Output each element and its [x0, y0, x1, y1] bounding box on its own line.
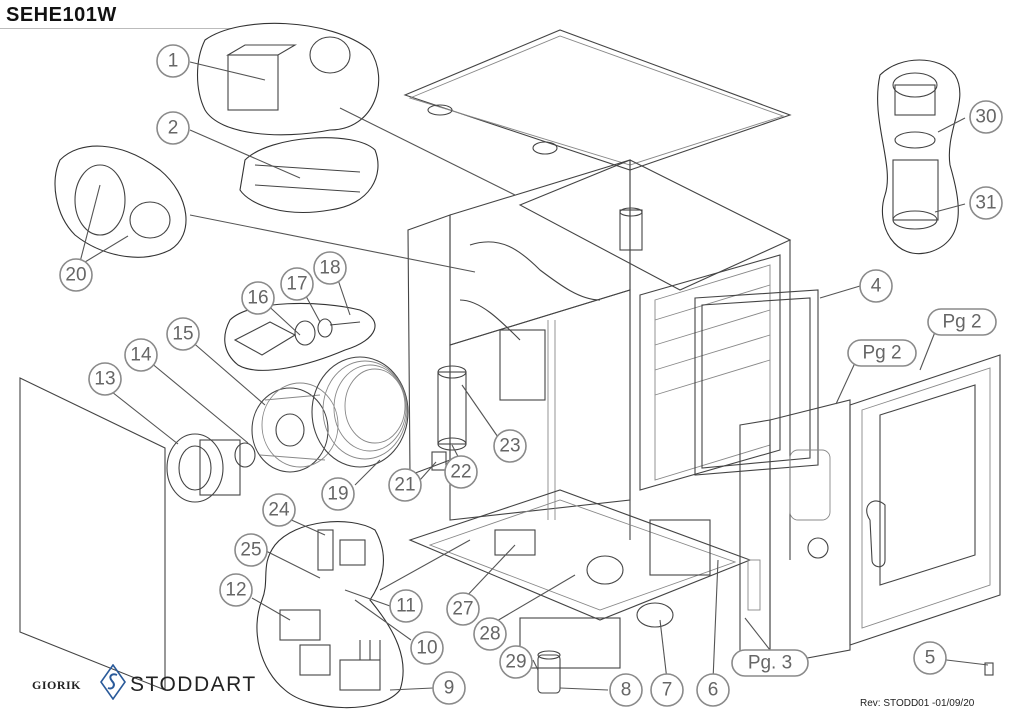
callout-5[interactable]: 5 [913, 641, 947, 675]
bubble-20 [54, 145, 187, 258]
callout-13[interactable]: 13 [88, 362, 122, 396]
callout-19[interactable]: 19 [321, 477, 355, 511]
bubble-30-31 [877, 59, 961, 255]
callout-27-label: 27 [452, 599, 473, 620]
page-ref-pg2-top[interactable]: Pg 2 [927, 308, 997, 336]
oven-cabinet [403, 29, 819, 621]
callout-19-label: 19 [327, 484, 348, 505]
fan-impeller [251, 382, 339, 473]
callout-23[interactable]: 23 [493, 429, 527, 463]
callout-11-label: 11 [396, 596, 416, 617]
callout-4[interactable]: 4 [859, 269, 893, 303]
callout-10-label: 10 [416, 638, 437, 659]
callout-9-label: 9 [444, 678, 455, 699]
fan-motor [166, 433, 256, 503]
callout-1-label: 1 [168, 51, 179, 72]
callout-27[interactable]: 27 [446, 592, 480, 626]
title-rule [0, 28, 300, 29]
callout-9[interactable]: 9 [432, 671, 466, 705]
callout-8-label: 8 [621, 680, 632, 701]
callout-20[interactable]: 20 [59, 258, 93, 292]
callout-14[interactable]: 14 [124, 338, 158, 372]
callout-22[interactable]: 22 [444, 455, 478, 489]
callout-2[interactable]: 2 [156, 111, 190, 145]
callout-18-label: 18 [319, 258, 340, 279]
callout-24-label: 24 [268, 500, 290, 521]
callout-16-label: 16 [247, 288, 268, 309]
stoddart-logo-text: STODDART [130, 673, 257, 696]
callout-22-label: 22 [450, 462, 471, 483]
callout-1[interactable]: 1 [156, 44, 190, 78]
bubble-1 [197, 22, 380, 136]
callout-21-label: 21 [394, 475, 415, 496]
oven-door [849, 354, 1001, 646]
callout-17-label: 17 [286, 274, 307, 295]
component-small-parts [431, 365, 994, 694]
callout-6-label: 6 [708, 680, 719, 701]
callout-13-label: 13 [94, 369, 115, 390]
callout-30[interactable]: 30 [969, 100, 1003, 134]
callout-17[interactable]: 17 [280, 267, 314, 301]
heating-element [311, 356, 409, 468]
leader-lines [79, 61, 989, 691]
giorik-logo-text: GIORIK [32, 678, 82, 692]
page-ref-pg3-label: Pg. 3 [748, 653, 792, 674]
bubble-valves [256, 521, 404, 709]
callout-28[interactable]: 28 [473, 617, 507, 651]
side-panel [19, 377, 166, 691]
callout-21[interactable]: 21 [388, 468, 422, 502]
callout-31[interactable]: 31 [969, 186, 1003, 220]
callout-25-label: 25 [240, 540, 261, 561]
callout-7[interactable]: 7 [650, 673, 684, 707]
model-title: SEHE101W [6, 4, 117, 26]
callout-16[interactable]: 16 [241, 281, 275, 315]
callout-15-label: 15 [172, 324, 193, 345]
callout-11[interactable]: 11 [389, 589, 423, 623]
callout-23-label: 23 [499, 436, 520, 457]
callout-15[interactable]: 15 [166, 317, 200, 351]
callout-7-label: 7 [662, 680, 673, 701]
callout-30-label: 30 [975, 107, 996, 128]
page-ref-pg2-top-label: Pg 2 [942, 312, 981, 333]
callout-25[interactable]: 25 [234, 533, 268, 567]
callout-28-label: 28 [479, 624, 500, 645]
callout-24[interactable]: 24 [262, 493, 296, 527]
callout-10[interactable]: 10 [410, 631, 444, 665]
bubble-16-17-18 [224, 302, 376, 371]
callout-12[interactable]: 12 [219, 573, 253, 607]
stoddart-logo-icon [100, 664, 126, 700]
page-ref-pg2-door-label: Pg 2 [862, 343, 901, 364]
callout-18[interactable]: 18 [313, 251, 347, 285]
callout-6[interactable]: 6 [696, 673, 730, 707]
callout-29[interactable]: 29 [499, 645, 533, 679]
callout-4-label: 4 [871, 276, 882, 297]
revision-label: Rev: STODD01 -01/09/20 [860, 698, 975, 709]
callout-5-label: 5 [925, 648, 936, 669]
callout-31-label: 31 [975, 193, 996, 214]
page-ref-pg3[interactable]: Pg. 3 [731, 649, 809, 677]
page-ref-pg2-door[interactable]: Pg 2 [847, 339, 917, 367]
bubble-2 [239, 137, 379, 213]
callout-29-label: 29 [505, 652, 526, 673]
callout-14-label: 14 [130, 345, 152, 366]
callout-20-label: 20 [65, 265, 86, 286]
callout-8[interactable]: 8 [609, 673, 643, 707]
callout-2-label: 2 [168, 118, 179, 139]
control-panel [739, 399, 851, 666]
callout-12-label: 12 [225, 580, 246, 601]
